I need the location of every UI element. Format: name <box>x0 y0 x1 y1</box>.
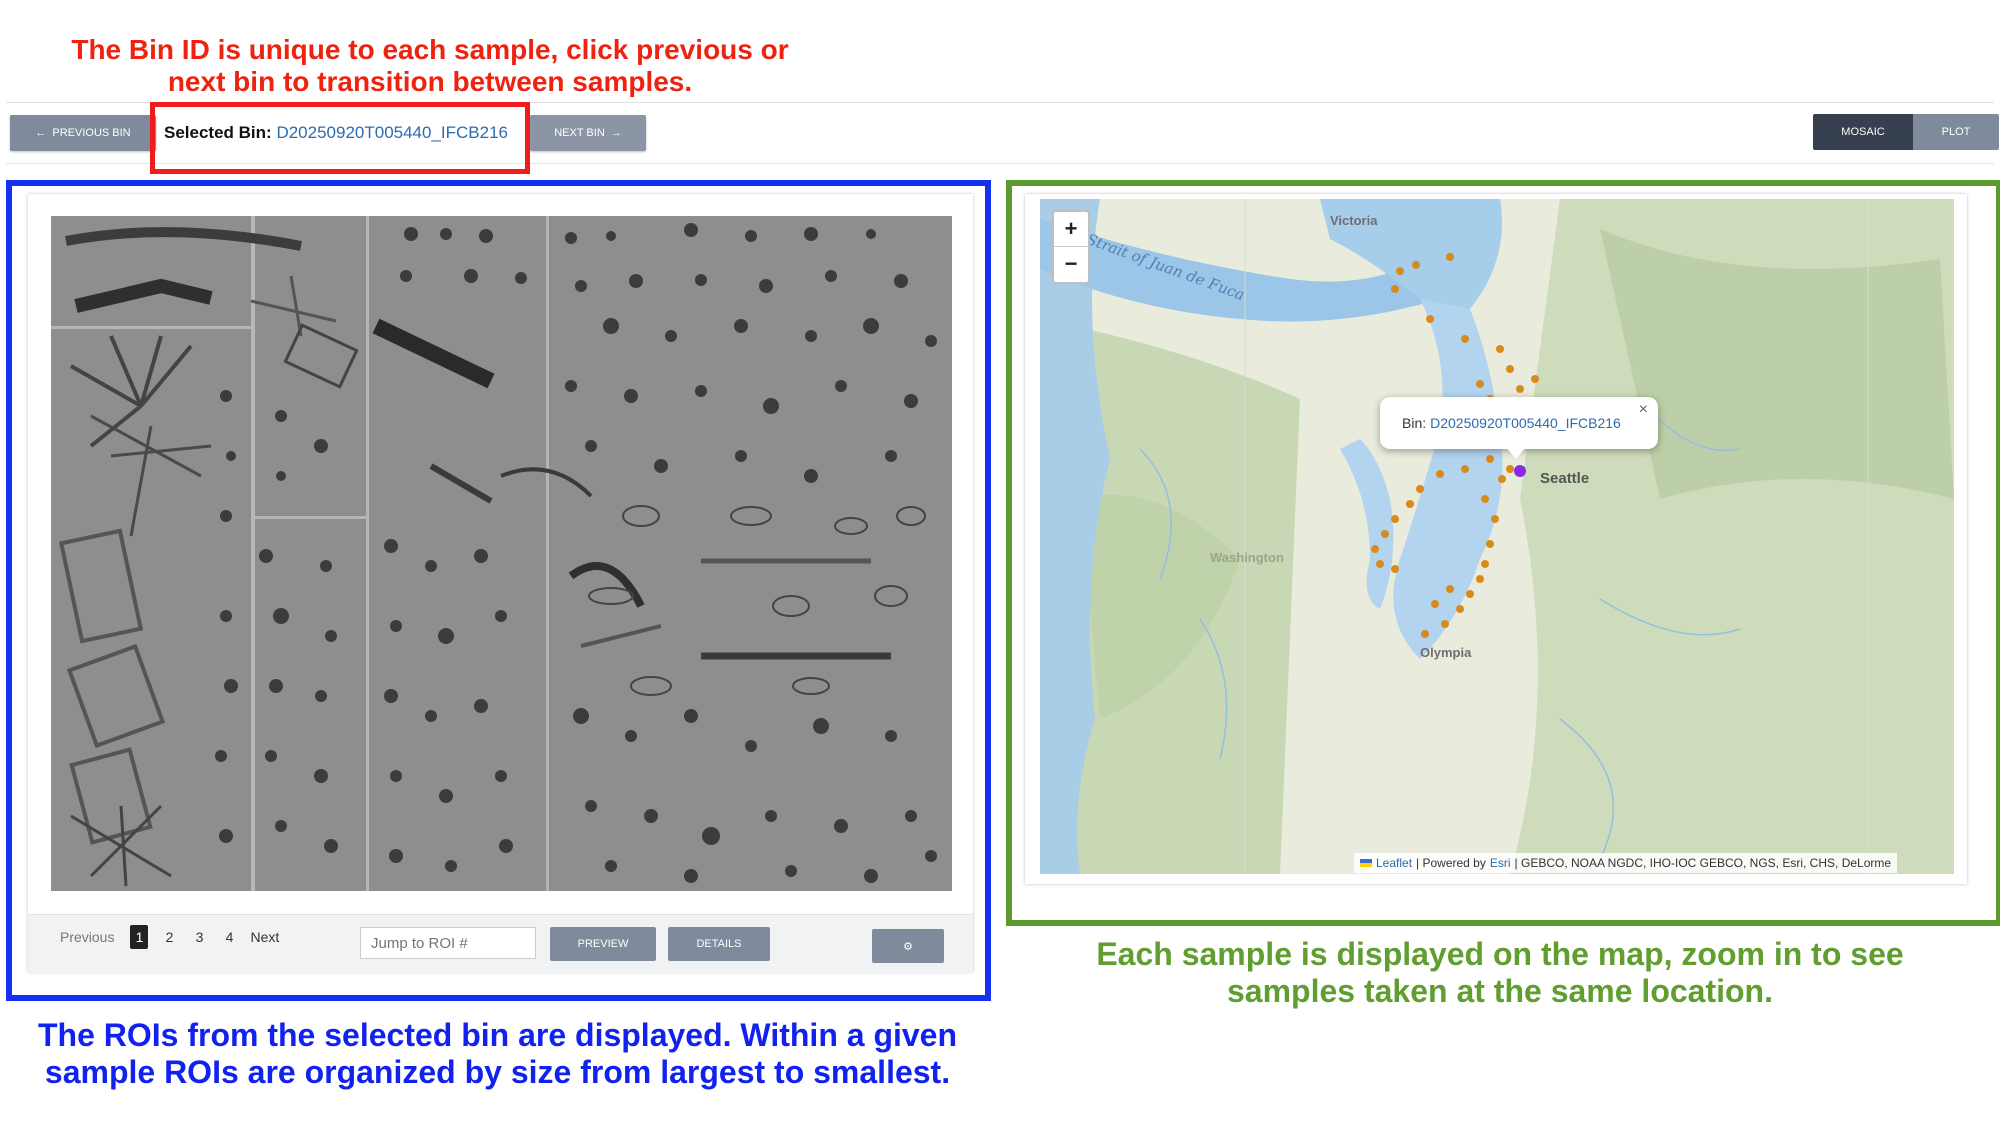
ukraine-flag-icon <box>1360 859 1372 867</box>
map-label-olympia: Olympia <box>1420 645 1472 660</box>
zoom-out-button[interactable]: − <box>1054 246 1088 281</box>
pagination-previous[interactable]: Previous <box>60 929 115 945</box>
roi-mosaic-graphic <box>51 216 952 891</box>
map-label-washington: Washington <box>1210 550 1284 565</box>
map-graphic <box>1040 199 1954 874</box>
popup-bin-label: Bin: <box>1402 415 1427 431</box>
leaflet-link[interactable]: Leaflet <box>1376 856 1413 870</box>
esri-link[interactable]: Esri <box>1489 856 1511 870</box>
arrow-left-icon: ← <box>35 127 47 139</box>
pagination: Previous 1 2 3 4 Next <box>60 925 279 949</box>
powered-by-text: | Powered by <box>1416 856 1486 870</box>
previous-bin-button[interactable]: ← PREVIOUS BIN <box>10 115 156 151</box>
jump-to-roi-input[interactable] <box>360 927 536 959</box>
top-toolbar: ← PREVIOUS BIN Selected Bin: D20250920T0… <box>6 102 1994 164</box>
popup-bin-link[interactable]: D20250920T005440_IFCB216 <box>1430 415 1621 431</box>
view-mosaic-button[interactable]: MOSAIC <box>1813 114 1913 150</box>
popup-close-icon[interactable]: × <box>1638 401 1648 418</box>
gear-icon: ⚙ <box>903 940 913 953</box>
pagination-page-4[interactable]: 4 <box>225 929 234 945</box>
next-bin-button[interactable]: NEXT BIN → <box>530 115 646 151</box>
selected-bin-link[interactable]: D20250920T005440_IFCB216 <box>276 123 509 142</box>
arrow-right-icon: → <box>610 127 622 139</box>
map-popup: Bin: D20250920T005440_IFCB216 × <box>1380 397 1658 449</box>
next-bin-label: NEXT BIN <box>554 127 605 139</box>
annotation-highlight-blue <box>6 180 991 1001</box>
popup-tip <box>1506 447 1526 459</box>
annotation-highlight-red <box>150 102 530 174</box>
zoom-in-button[interactable]: + <box>1064 216 1078 241</box>
pagination-page-2[interactable]: 2 <box>165 929 174 945</box>
annotation-bin-id: The Bin ID is unique to each sample, cli… <box>71 34 789 98</box>
annotation-rois: The ROIs from the selected bin are displ… <box>37 1017 958 1090</box>
map-label-seattle: Seattle <box>1540 470 1590 487</box>
pagination-page-3[interactable]: 3 <box>195 929 204 945</box>
annotation-map: Each sample is displayed on the map, zoo… <box>1096 936 1904 1009</box>
selected-bin: Selected Bin: D20250920T005440_IFCB216 <box>164 123 508 143</box>
previous-bin-label: PREVIOUS BIN <box>52 127 131 139</box>
annotation-highlight-green <box>1006 180 2000 926</box>
pagination-next[interactable]: Next <box>250 929 280 945</box>
details-button[interactable]: DETAILS <box>668 927 770 961</box>
view-plot-button[interactable]: PLOT <box>1913 114 1999 150</box>
roi-mosaic-image[interactable] <box>51 216 952 891</box>
preview-button[interactable]: PREVIEW <box>550 927 656 961</box>
settings-button[interactable]: ⚙ <box>872 929 944 963</box>
map-label-victoria: Victoria <box>1330 213 1378 228</box>
pagination-page-1[interactable]: 1 <box>130 925 149 949</box>
map-zoom-control: + − <box>1052 210 1090 284</box>
selected-bin-label: Selected Bin: <box>164 123 272 142</box>
sample-map[interactable] <box>1040 199 1954 874</box>
map-sources-text: | GEBCO, NOAA NGDC, IHO-IOC GEBCO, NGS, … <box>1514 856 1892 870</box>
map-attribution: Leaflet | Powered by Esri | GEBCO, NOAA … <box>1354 853 1898 873</box>
mosaic-footer: Previous 1 2 3 4 Next PREVIEW DETAILS ⚙ <box>28 914 973 973</box>
